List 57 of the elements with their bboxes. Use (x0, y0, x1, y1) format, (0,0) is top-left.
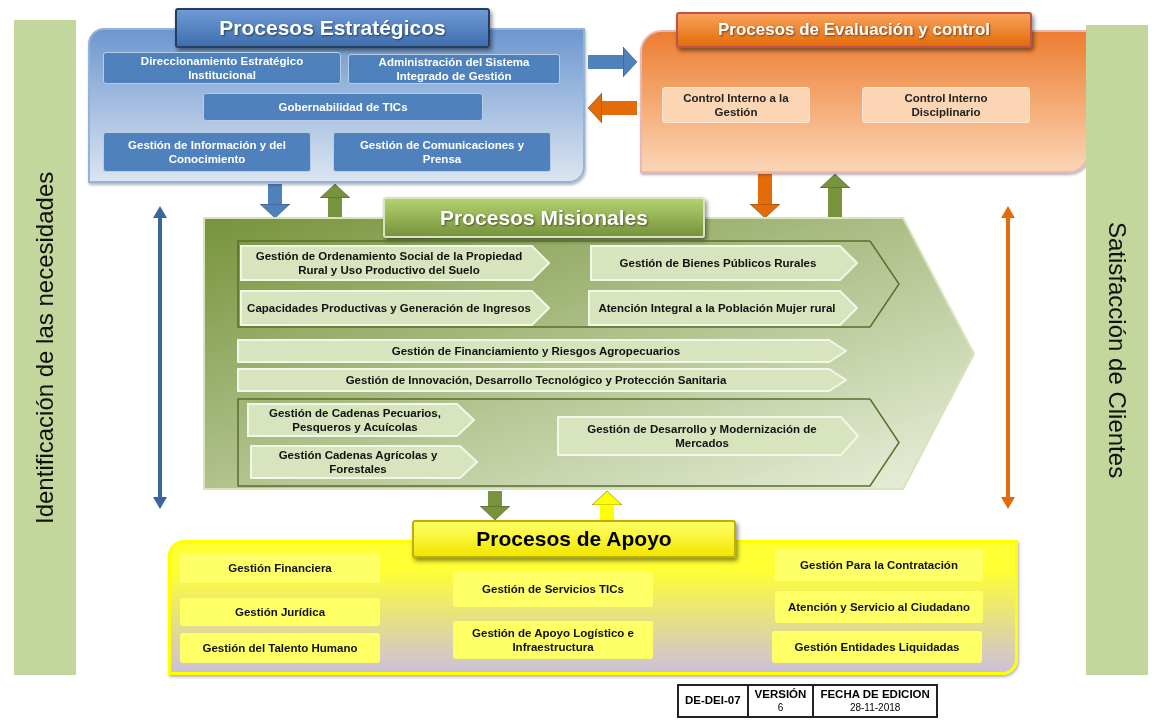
process-box: Control Interno a la Gestión (662, 87, 810, 123)
group-title: Procesos Misionales (383, 197, 705, 238)
process-label: Gestión de Financiamiento y Riesgos Agropecuarios (391, 343, 681, 359)
document-code: DE-DEI-07 (685, 694, 741, 708)
process-box: Gestión de Servicios TICs (453, 571, 653, 607)
process-label: Gestión de Bienes Públicos Rurales (619, 255, 817, 271)
process-label: Gestión de Innovación, Desarrollo Tecnológico y Protección Sanitaria (345, 372, 727, 388)
process-frame (237, 240, 900, 328)
block-arrow (819, 173, 851, 218)
process-group (88, 8, 585, 183)
group-title: Procesos Estratégicos (175, 8, 490, 48)
process-box: Administración del Sistema Integrado de Gestión (348, 54, 560, 84)
process-box (247, 403, 475, 437)
side-band: Identificación de las necesidades (14, 20, 76, 675)
process-label: Atención Integral a la Población Mujer rural (598, 300, 836, 316)
block-arrow (319, 183, 351, 218)
process-box (237, 368, 847, 392)
edition-date: 28-11-2018 (848, 701, 902, 714)
process-box (588, 290, 858, 326)
process-frame (237, 398, 900, 487)
block-arrow (259, 184, 291, 219)
side-band: Satisfacción de Clientes (1086, 25, 1148, 675)
process-label: Gestión de Cadenas Pecuarios, Pesqueros y Acuícolas (268, 405, 442, 435)
version-number: 6 (776, 701, 785, 714)
process-box: Gestión del Talento Humano (180, 633, 380, 663)
process-box: Control Interno Disciplinario (862, 87, 1030, 123)
process-box (250, 445, 478, 479)
process-label: Gestión de Desarrollo y Modernización de Mercados (586, 421, 818, 451)
process-box: Gestión de Apoyo Logístico e Infraestructura (453, 621, 653, 659)
process-label: Gestión Cadenas Agrícolas y Forestales (277, 447, 439, 477)
process-box: Gestión Jurídica (180, 598, 380, 626)
block-arrow (587, 92, 637, 124)
process-box (237, 339, 847, 363)
block-arrow (479, 491, 511, 521)
process-box: Direccionamiento Estratégico Institucional (103, 52, 341, 84)
process-box: Gestión de Comunicaciones y Prensa (333, 132, 551, 172)
process-box (240, 245, 550, 281)
process-box: Atención y Servicio al Ciudadano (775, 591, 983, 623)
process-group (203, 197, 975, 490)
process-box: Gestión Para la Contratación (775, 549, 983, 581)
date-label: FECHA DE EDICION (820, 688, 930, 702)
process-box: Gestión Financiera (180, 553, 380, 583)
block-arrow (588, 46, 638, 78)
version-label: VERSIÓN (754, 688, 807, 702)
process-box (590, 245, 858, 281)
process-box: Gestión Entidades Liquidadas (772, 631, 982, 663)
group-title: Procesos de Evaluación y control (676, 12, 1032, 48)
process-box (557, 416, 859, 456)
process-box: Gestión de Información y del Conocimiento (103, 132, 311, 172)
process-label: Capacidades Productivas y Generación de Ingresos (247, 300, 531, 316)
group-title: Procesos de Apoyo (412, 520, 736, 558)
block-arrow (591, 490, 623, 520)
process-box: Gobernabilidad de TICs (203, 93, 483, 121)
process-label: Gestión de Ordenamiento Social de la Propiedad Rural y Uso Productivo del Suelo (254, 248, 524, 278)
block-arrow (749, 174, 781, 219)
process-group (168, 520, 1018, 675)
process-box (240, 290, 550, 326)
